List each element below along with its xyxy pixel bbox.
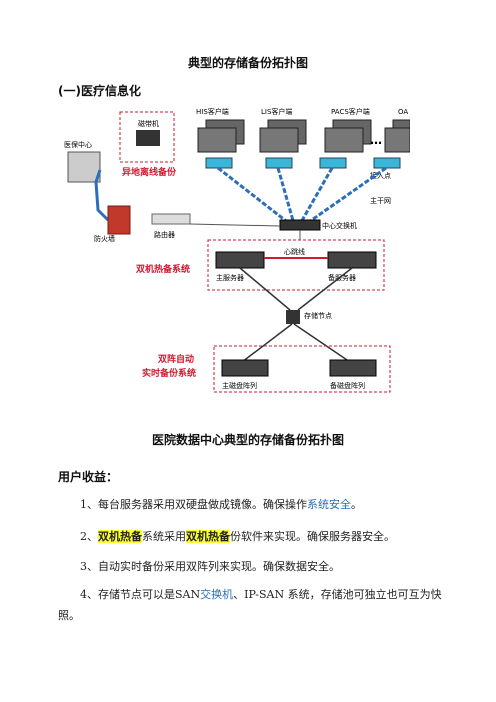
heartbeat-label: 心跳线 xyxy=(284,247,305,256)
access-point-label: 接入点 xyxy=(370,171,391,180)
benefits-heading: 用户收益： xyxy=(58,470,119,484)
pacs-client-label: PACS客户端 xyxy=(331,107,370,116)
dual-array-label-line2: 实时备份系统 xyxy=(142,367,196,379)
standby-server-icon xyxy=(327,251,377,269)
server-rack-icon xyxy=(67,151,101,183)
ha-system-box xyxy=(207,239,385,291)
hospital-link-line xyxy=(94,169,110,222)
benefit-item-3: 3、自动实时备份采用双阵列来实现。确保数据安全。 xyxy=(58,556,448,577)
benefit-item-4: 4、存储节点可以是SAN交换机、IP-SAN 系统，存储池可独立也可互为快照。 xyxy=(58,584,448,626)
main-server-label: 主服务器 xyxy=(216,273,244,282)
more-clients-ellipsis: … xyxy=(370,133,382,147)
offsite-backup-box xyxy=(119,111,175,163)
router-icon xyxy=(151,213,191,225)
page-title: 典型的存储备份拓扑图 xyxy=(187,56,308,70)
main-array-icon xyxy=(221,359,269,377)
tape-drive-icon xyxy=(136,130,160,146)
dual-array-box xyxy=(213,345,391,393)
firewall-label: 防火墙 xyxy=(94,234,115,243)
trunk-label: 主干网 xyxy=(370,196,391,205)
access-switch-4 xyxy=(373,157,401,169)
server-node-link-1 xyxy=(239,267,291,311)
storage-node-label: 存储节点 xyxy=(304,311,332,320)
tape-label: 磁带机 xyxy=(138,119,159,128)
client-group-pacs: PACS客户端 xyxy=(324,107,372,153)
benefit-item-2: 2、双机热备系统采用双机热备份软件来实现。确保服务器安全。 xyxy=(58,526,448,547)
his-client-label: HIS客户端 xyxy=(196,107,229,116)
node-array-link-2 xyxy=(293,323,351,363)
standby-server-label: 备服务器 xyxy=(328,273,356,282)
benefit-2-mid: 系统采用 xyxy=(142,530,186,543)
benefit-4-end: 、IP-SAN 系统，存储池可独立也可互为快照。 xyxy=(58,588,442,622)
switch-link[interactable]: 交换机 xyxy=(200,588,234,601)
benefit-item-1: 1、每台服务器采用双硬盘做成镜像。确保操作系统安全。 xyxy=(58,494,448,515)
core-switch-label: 中心交换机 xyxy=(322,221,357,230)
node-array-link-1 xyxy=(241,323,293,363)
section-heading: (一)医疗信息化 xyxy=(58,84,141,98)
topology-diagram: HIS客户端 LIS客户端 PACS客户端 OA … 磁带机 异地离线备份 医保… xyxy=(64,107,410,393)
hospital-label: 医保中心 xyxy=(64,140,92,149)
benefit-4-text: 4、存储节点可以是SAN xyxy=(80,588,201,601)
lis-client-label: LIS客户端 xyxy=(261,107,292,116)
dual-array-label-line1: 双阵自动 xyxy=(158,353,194,365)
diagram-caption: 医院数据中心典型的存储备份拓扑图 xyxy=(151,433,344,447)
oa-label: OA xyxy=(398,108,408,116)
access-switch-1 xyxy=(205,157,233,169)
standby-array-icon xyxy=(329,359,377,377)
core-switch-icon xyxy=(279,219,321,231)
benefit-3-text: 3、自动实时备份采用双阵列来实现。确保数据安全。 xyxy=(80,560,340,573)
client-group-lis: LIS客户端 xyxy=(259,107,307,153)
access-switch-2 xyxy=(265,157,293,169)
system-security-link[interactable]: 系统安全 xyxy=(307,498,351,511)
firewall-icon xyxy=(107,205,131,235)
highlight-ha-1: 双机热备 xyxy=(98,530,142,543)
server-node-link-2 xyxy=(297,267,353,311)
storage-node-icon xyxy=(286,310,300,324)
offsite-label: 异地离线备份 xyxy=(122,166,177,178)
client-group-oa: OA xyxy=(384,108,410,153)
highlight-ha-2: 双机热备 xyxy=(186,530,230,543)
access-switch-3 xyxy=(319,157,347,169)
benefit-2-end: 份软件来实现。确保服务器安全。 xyxy=(230,530,395,543)
trunk-links xyxy=(217,166,387,226)
benefit-1-text: 1、每台服务器采用双硬盘做成镜像。确保操作 xyxy=(80,498,307,511)
ha-system-label: 双机热备系统 xyxy=(136,263,190,275)
standby-array-label: 备磁盘阵列 xyxy=(330,381,365,390)
router-label: 路由器 xyxy=(154,230,175,239)
benefit-1-end: 。 xyxy=(351,498,362,511)
main-array-label: 主磁盘阵列 xyxy=(222,381,257,390)
benefit-2-num: 2、 xyxy=(80,530,98,543)
main-server-icon xyxy=(215,251,265,269)
router-to-core-link xyxy=(189,223,281,227)
client-group-his: HIS客户端 xyxy=(196,107,245,153)
